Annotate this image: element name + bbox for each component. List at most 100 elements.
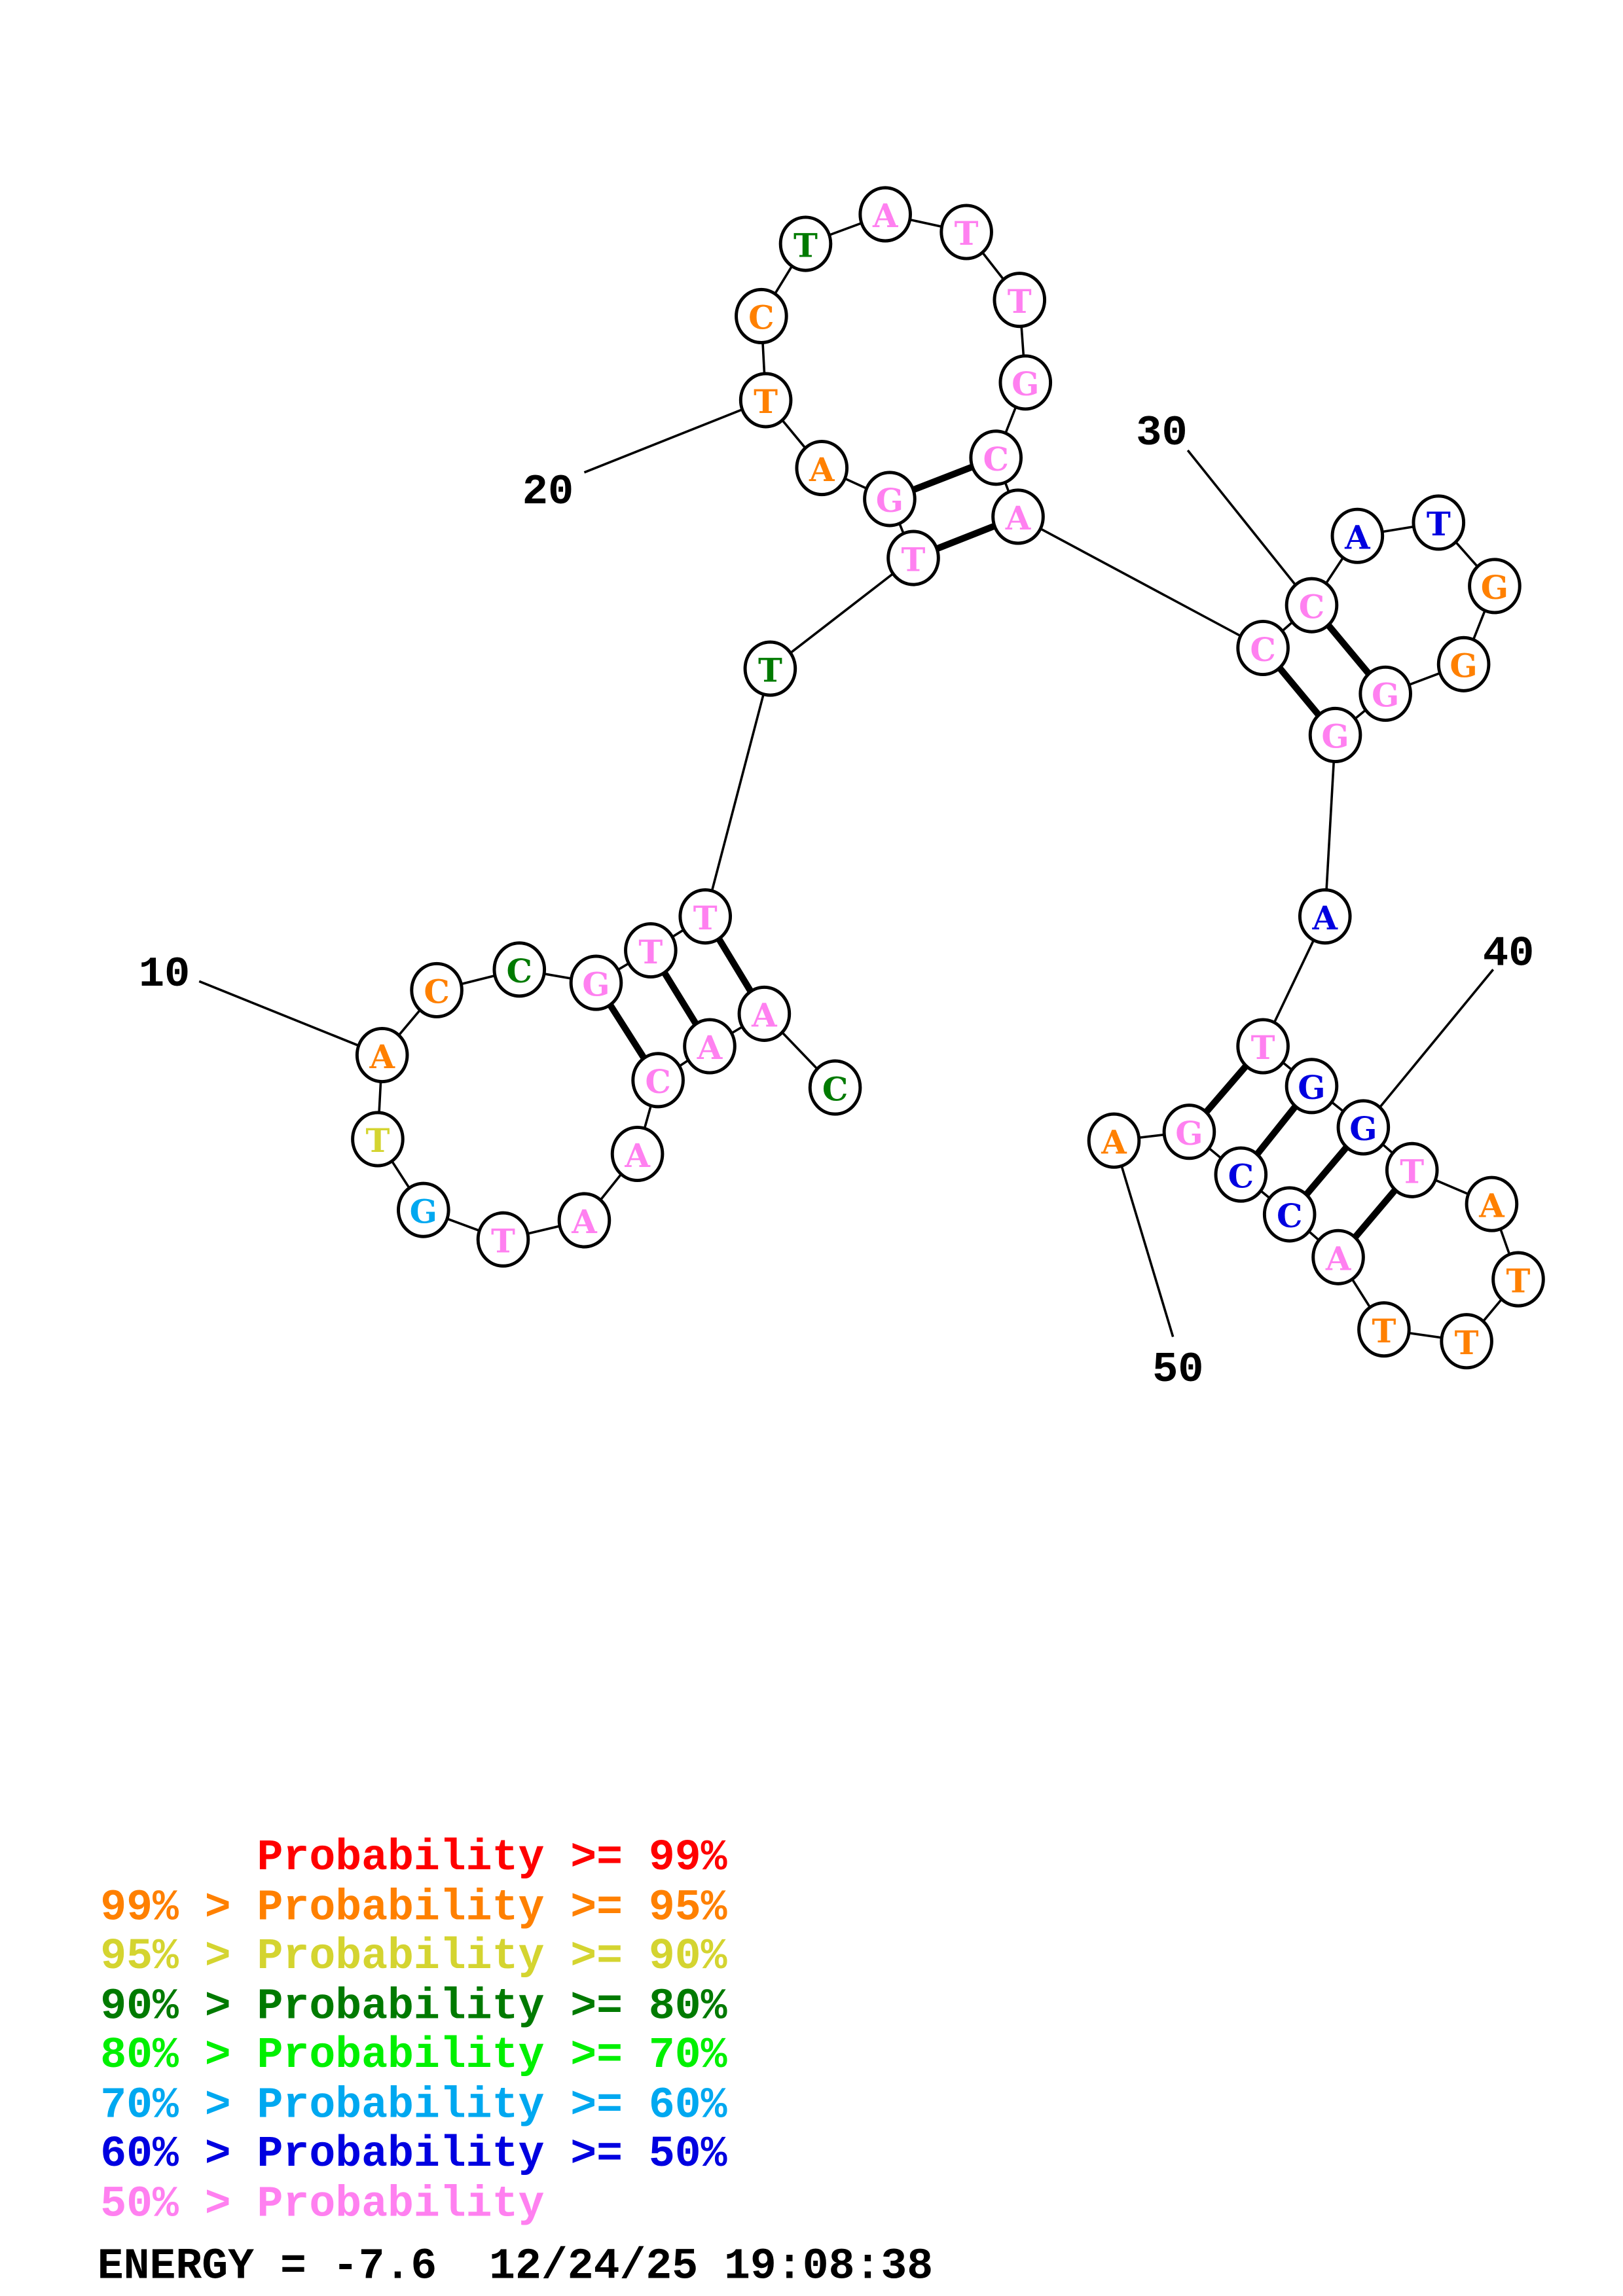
nucleotide-33: G [1468,558,1522,615]
legend-row: 70% > Probability >= 60% [100,2081,727,2130]
nucleotide-circle [739,372,793,429]
nucleotide-letter: T [491,1221,515,1260]
nucleotide-circle [998,354,1053,411]
nucleotide-letter: T [758,651,782,689]
nucleotide-30: C [1285,577,1339,634]
nucleotide-5: A [610,1125,665,1183]
nucleotide-circle [678,888,733,945]
nucleotide-circle [351,1111,405,1168]
nucleotide-1: C [808,1059,862,1116]
nucleotide-letter: G [1481,568,1508,607]
nucleotide-circle [969,429,1023,486]
legend-row: 60% > Probability >= 50% [100,2130,727,2179]
nucleotide-circle [1357,1301,1411,1358]
legend-row: 99% > Probability >= 95% [100,1884,727,1933]
nucleotide-letter: T [902,540,926,579]
legend-row: Probability >= 99% [100,1833,727,1882]
nucleotide-letter: T [1427,505,1451,543]
nucleotide-circle [1468,558,1522,615]
nucleotide-4: C [631,1052,685,1109]
energy-timestamp: ENERGY = -7.6 12/24/25 19:08:38 [98,2242,933,2291]
nucleotide-42: A [1465,1175,1519,1232]
nucleotide-32: T [1412,494,1466,551]
nucleotide-circle [991,488,1045,545]
nucleotide-circle [886,529,940,586]
nucleotide-circle [1336,1099,1391,1156]
label-40-leader [1362,969,1495,1128]
nucleotide-24: T [939,204,993,260]
nucleotide-31: A [1330,507,1385,564]
nucleotide-17: T [886,529,940,586]
nucleotide-36: G [1308,706,1362,764]
nucleotide-11: C [410,961,464,1018]
nucleotide-circle [993,272,1047,329]
nucleotide-8: G [397,1181,450,1238]
nucleotide-46: A [1311,1229,1365,1285]
nucleotide-letter: G [1175,1114,1203,1153]
nucleotide-circle [1087,1112,1141,1169]
nucleotide-circle [1214,1146,1268,1203]
nucleotide-circle [631,1052,685,1109]
nucleotide-letter: G [1349,1109,1377,1148]
nucleotide-circle [1311,1229,1365,1285]
nucleotide-letter: A [809,450,835,489]
nucleotide-7: T [476,1211,530,1268]
nucleotide-letter: A [571,1202,598,1241]
nucleotide-circle [808,1059,862,1116]
label-50-leader [1112,1140,1175,1337]
nucleotide-39: G [1285,1058,1339,1115]
nucleotide-letter: G [1298,1068,1325,1107]
nucleotide-letter: A [751,996,778,1035]
label-20-leader [583,399,767,474]
legend-row: 90% > Probability >= 80% [100,1982,727,2032]
nucleotide-9: T [351,1111,405,1168]
nucleotide-29: C [1236,619,1290,677]
nucleotide-23: A [858,186,912,243]
nucleotide-letter: G [1450,647,1477,685]
position-label-20: 20 [522,468,574,516]
nucleotide-49: G [1162,1103,1216,1160]
nucleotide-letter: T [1008,282,1032,321]
nucleotide-38: T [1236,1018,1290,1075]
nucleotide-44: T [1440,1313,1493,1370]
nucleotide-letter: G [1321,717,1349,756]
nucleotide-letter: A [1312,899,1339,937]
nucleotide-circle [939,204,993,260]
nucleotide-circle [1440,1313,1493,1370]
nucleotide-13: G [569,954,623,1011]
nucleotide-50: A [1087,1112,1141,1169]
nucleotide-circle [492,941,547,998]
nucleotide-circle [1285,1058,1339,1115]
nucleotide-48: C [1214,1146,1268,1203]
nucleotide-34: G [1436,636,1491,692]
nucleotide-letter: A [1478,1186,1505,1225]
position-label-30: 30 [1136,409,1187,457]
nucleotide-letter: G [582,965,610,1003]
nucleotide-circle [1236,1018,1290,1075]
nucleotide-letter: T [1506,1261,1531,1300]
nucleotide-circle [410,961,464,1018]
nucleotide-circle [569,954,623,1011]
nucleotide-circle [476,1211,530,1268]
nucleotide-circle [1385,1141,1439,1198]
nucleotide-circle [624,922,678,979]
nucleotide-letter: C [424,973,449,1011]
nucleotide-2: A [737,985,792,1042]
nucleotide-circle [1465,1175,1519,1232]
nucleotide-circle [1359,665,1412,722]
nucleotide-20: T [739,372,793,429]
nucleotide-circle [1330,507,1385,564]
nucleotide-letter: A [369,1037,395,1076]
backbone-link [1323,734,1337,917]
nucleotide-circle [743,640,797,697]
nucleotide-circle [737,985,792,1042]
label-10-leader [198,980,383,1056]
nucleotide-letter: A [1325,1240,1352,1278]
nucleotide-18: G [863,471,917,528]
nucleotide-27: C [969,429,1023,486]
nucleotide-25: T [993,272,1047,329]
nucleotide-circle [863,471,917,528]
backbone-link [769,557,915,670]
nucleotide-26: G [998,354,1053,411]
